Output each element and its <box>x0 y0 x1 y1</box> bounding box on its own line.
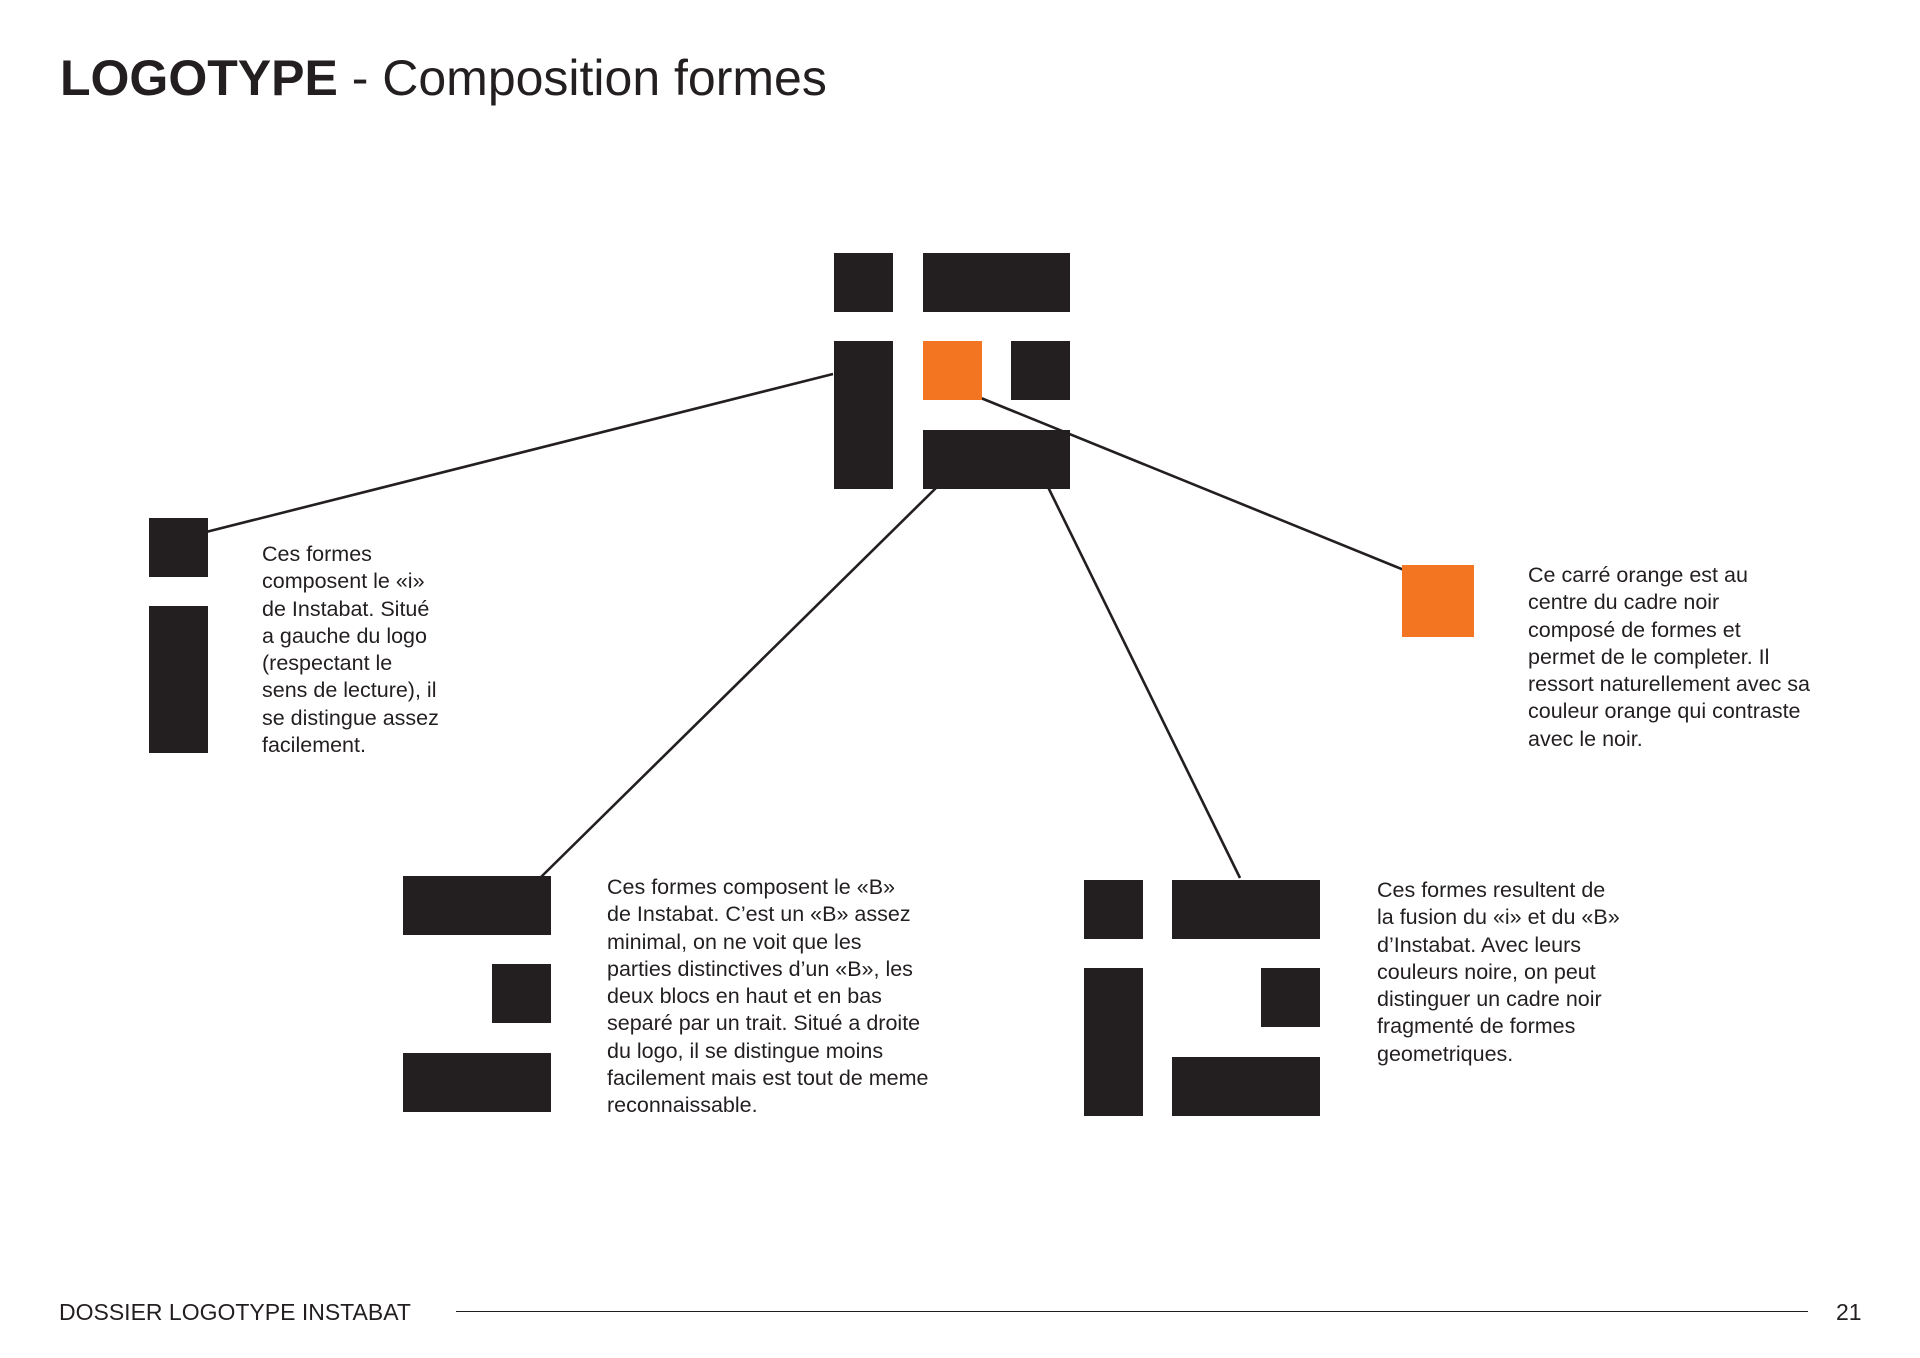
b-middle-block <box>492 964 551 1023</box>
fusion-b-bottom-bar <box>1172 1057 1320 1116</box>
fusion-i-stem <box>1084 968 1143 1116</box>
page-title-subtitle: - Composition formes <box>337 50 827 106</box>
fusion-i-dot <box>1084 880 1143 939</box>
description-fusion: Ces formes resultent de la fusion du «i»… <box>1377 878 1620 1066</box>
fusion-b-top-bar <box>1172 880 1320 939</box>
footer-label: DOSSIER LOGOTYPE INSTABAT <box>59 1299 411 1325</box>
i-stem-block <box>149 606 208 753</box>
fusion-b-middle-block <box>1261 968 1320 1027</box>
logo-main-i-stem <box>834 341 893 489</box>
connector-line-b <box>539 486 938 879</box>
i-dot-block <box>149 518 208 577</box>
description-i: Ces formes composent le «i» de Instabat.… <box>262 542 439 758</box>
connector-line-orange <box>975 394 1405 572</box>
connector-line-fusion <box>1046 486 1242 879</box>
page-title: LOGOTYPE - Composition formes <box>60 48 827 108</box>
orange-square <box>1402 565 1474 637</box>
b-top-bar <box>403 876 551 935</box>
logo-main-b-bottom-bar <box>923 430 1070 489</box>
description-b: Ces formes composent le «B» de Instabat.… <box>607 875 929 1118</box>
logo-main-i-dot <box>834 253 893 312</box>
connector-line-i <box>205 372 834 534</box>
footer-divider <box>456 1311 1808 1312</box>
logo-main-b-middle-block <box>1011 341 1070 400</box>
description-orange: Ce carré orange est au centre du cadre n… <box>1528 563 1811 751</box>
page-title-bold: LOGOTYPE <box>60 50 338 106</box>
page-number: 21 <box>1836 1299 1862 1325</box>
logo-main-b-top-bar <box>923 253 1070 312</box>
b-bottom-bar <box>403 1053 551 1112</box>
logo-main-orange-square <box>923 341 982 400</box>
